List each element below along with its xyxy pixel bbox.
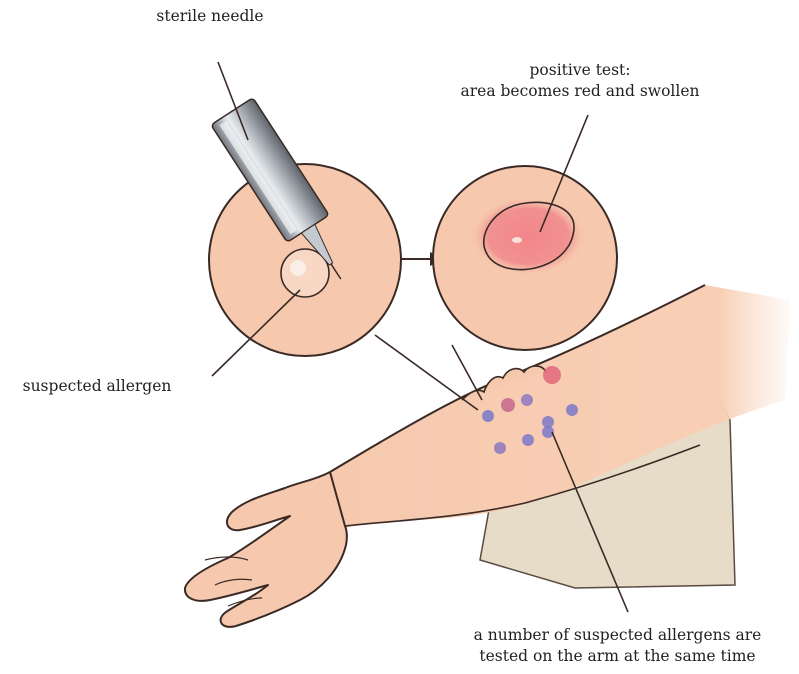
hand — [185, 472, 347, 627]
test-dot — [482, 410, 494, 422]
wheal-highlight — [512, 237, 522, 243]
droplet-highlight — [290, 260, 306, 276]
test-dot — [522, 434, 534, 446]
test-dot — [543, 366, 561, 384]
multiple-allergens-line-1: a number of suspected allergens are — [440, 625, 795, 646]
needle-label: sterile needle — [120, 6, 300, 27]
test-dot — [501, 398, 515, 412]
multiple-allergens-label: a number of suspected allergens are test… — [440, 625, 795, 667]
positive-test-line-1: positive test: — [420, 60, 740, 81]
positive-test-line-2: area becomes red and swollen — [420, 81, 740, 102]
positive-test-label: positive test: area becomes red and swol… — [420, 60, 740, 102]
test-dot — [521, 394, 533, 406]
redness-area — [470, 196, 586, 276]
test-dot — [566, 404, 578, 416]
suspected-allergen-label: suspected allergen — [2, 376, 192, 397]
test-dot — [494, 442, 506, 454]
pointer-line — [452, 345, 482, 400]
multiple-allergens-line-2: tested on the arm at the same time — [440, 646, 795, 667]
pointer-line — [375, 335, 478, 410]
